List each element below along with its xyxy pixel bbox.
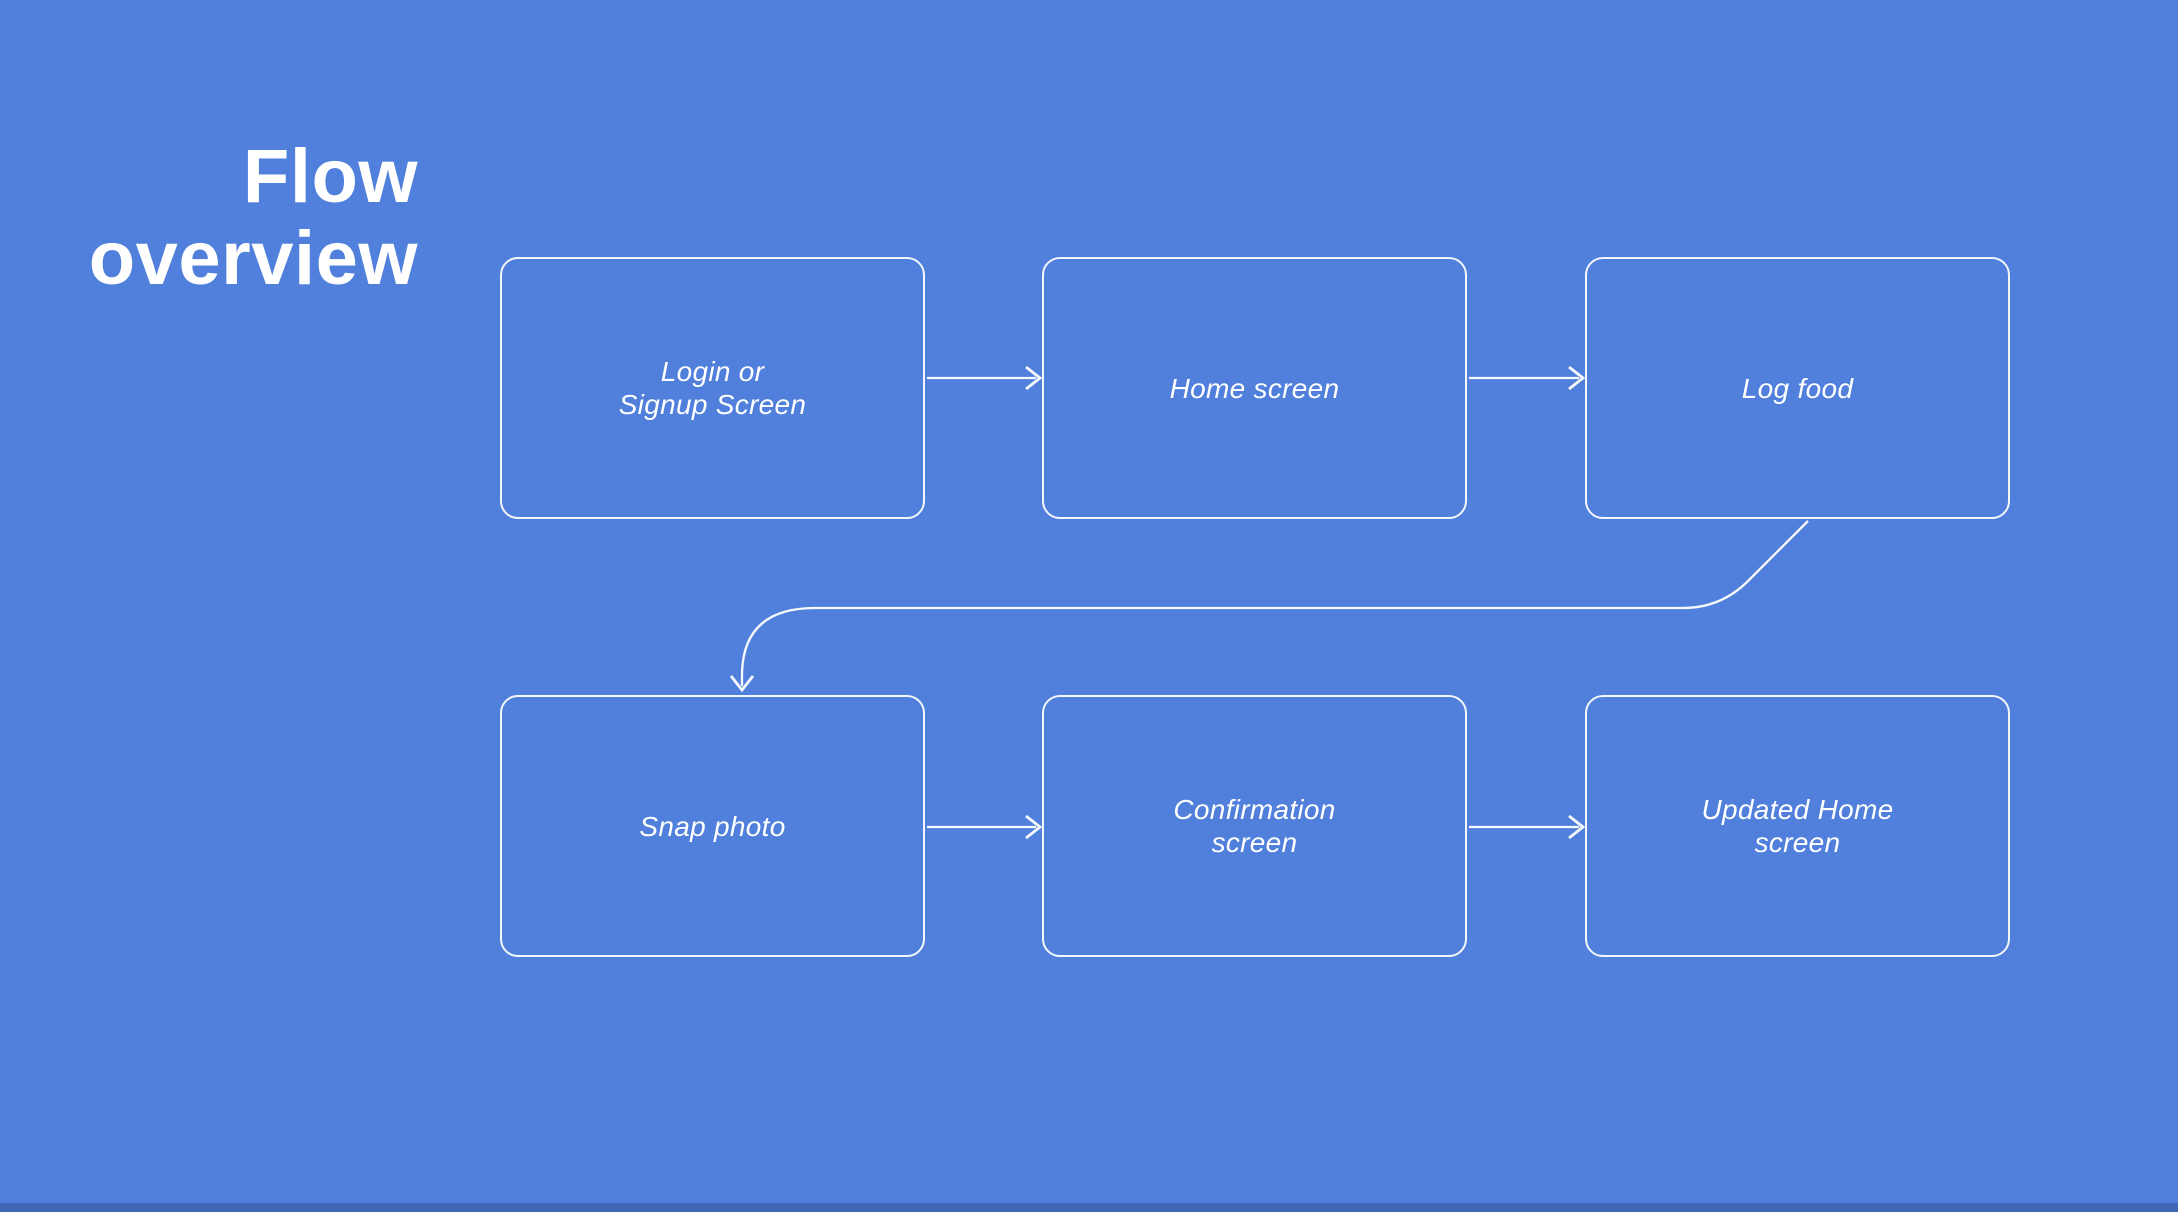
flow-node-log-food[interactable]: Log food bbox=[1585, 257, 2010, 519]
arrowhead-home-to-logfood bbox=[1568, 365, 1586, 391]
connector-logfood-to-snapphoto bbox=[740, 520, 1809, 686]
flow-node-login-signup[interactable]: Login or Signup Screen bbox=[500, 257, 925, 519]
flow-node-home-label: Home screen bbox=[1169, 372, 1340, 404]
arrowhead-confirmation-to-updatedhome bbox=[1568, 814, 1586, 840]
arrowhead-login-to-home bbox=[1025, 365, 1043, 391]
flow-node-home[interactable]: Home screen bbox=[1042, 257, 1467, 519]
flow-node-updated-home-label: Updated Home screen bbox=[1701, 794, 1894, 858]
flow-node-login-signup-label: Login or Signup Screen bbox=[618, 356, 807, 420]
arrowhead-logfood-to-snapphoto bbox=[729, 675, 755, 693]
flow-node-updated-home[interactable]: Updated Home screen bbox=[1585, 695, 2010, 957]
slide-bottom-edge bbox=[0, 1203, 2178, 1212]
flow-node-log-food-label: Log food bbox=[1741, 372, 1854, 404]
page-title: Flow overview bbox=[88, 134, 418, 301]
flow-node-snap-photo-label: Snap photo bbox=[639, 810, 786, 842]
flow-node-confirmation[interactable]: Confirmation screen bbox=[1042, 695, 1467, 957]
flow-node-snap-photo[interactable]: Snap photo bbox=[500, 695, 925, 957]
arrowhead-snapphoto-to-confirmation bbox=[1025, 814, 1043, 840]
flow-node-confirmation-label: Confirmation screen bbox=[1173, 794, 1336, 858]
